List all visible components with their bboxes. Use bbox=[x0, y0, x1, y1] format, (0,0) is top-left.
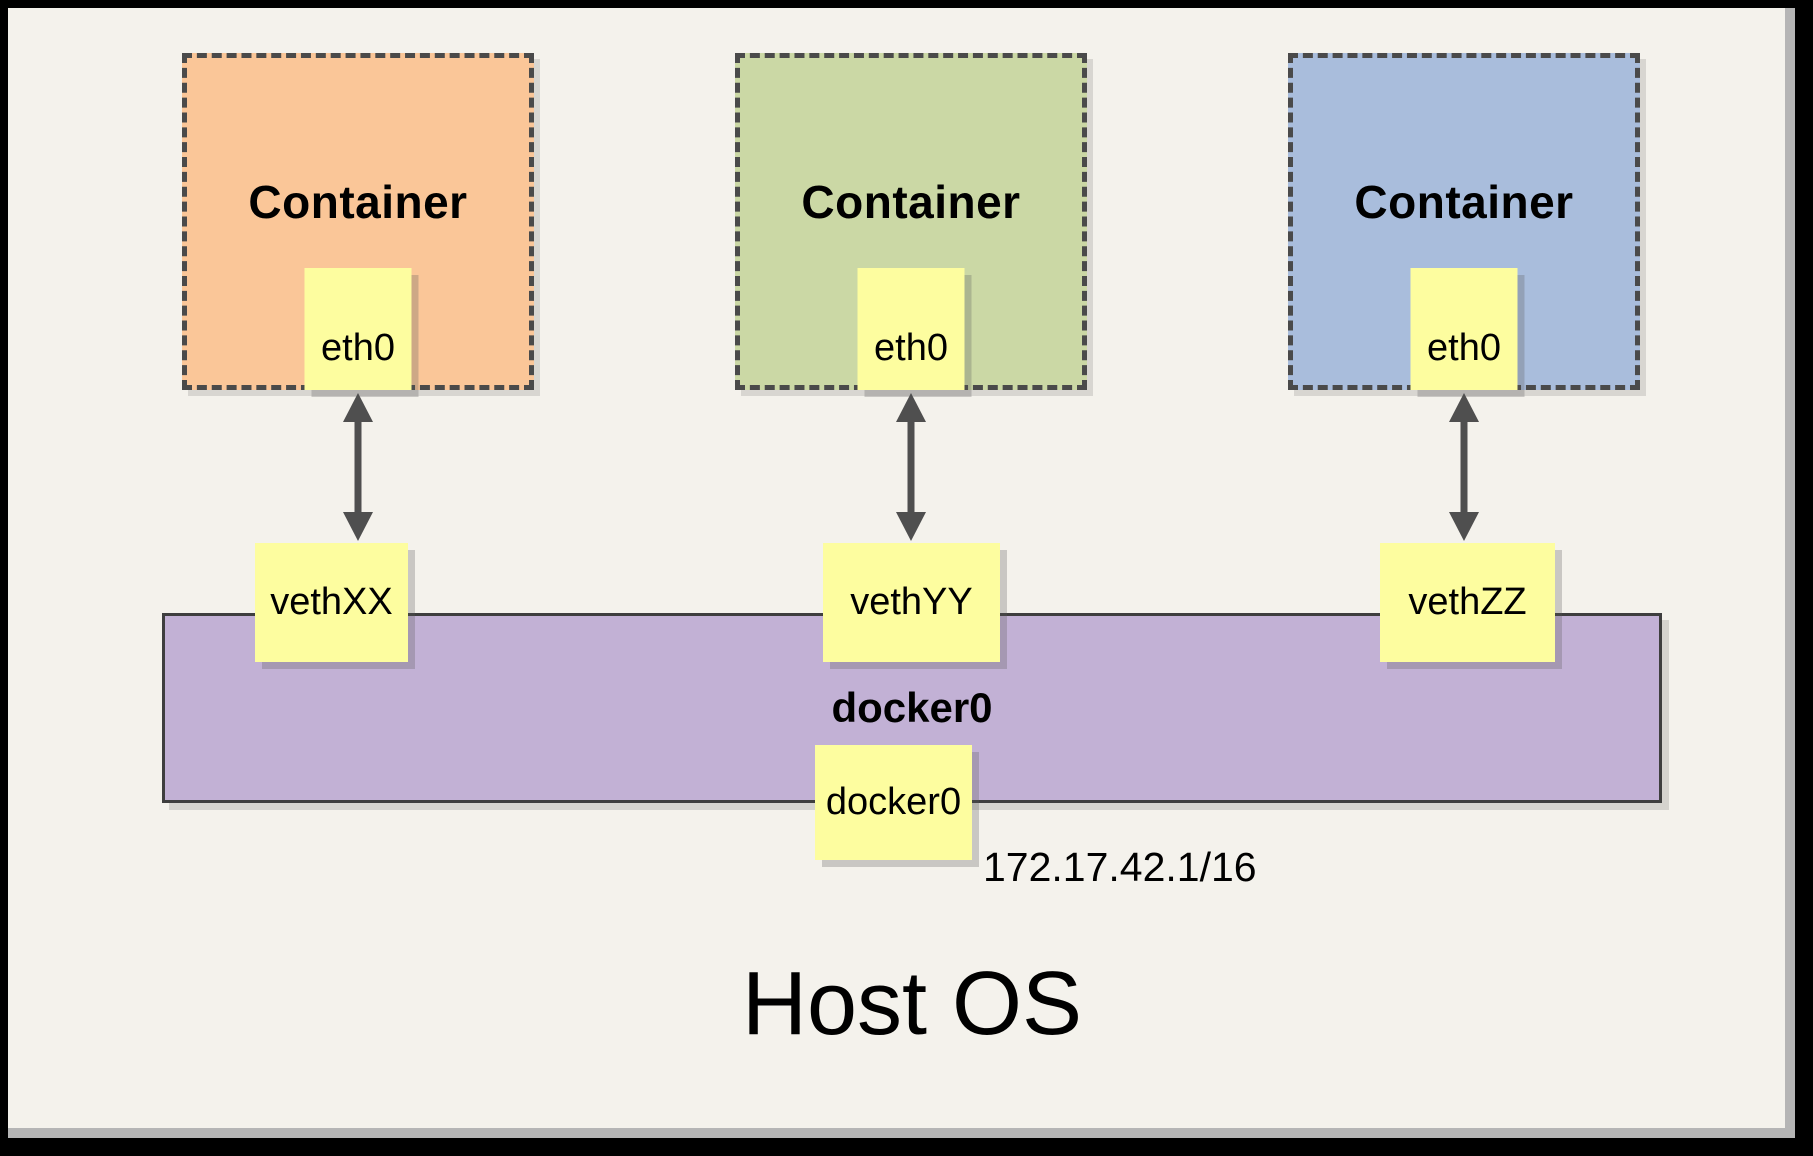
arrowhead-down-icon bbox=[1449, 512, 1479, 541]
vethXX-label: vethXX bbox=[270, 581, 393, 623]
vethYY-label: vethYY bbox=[850, 581, 973, 623]
eth0-label: eth0 bbox=[1427, 327, 1501, 369]
eth0-interface-box-1: eth0 bbox=[304, 268, 412, 390]
container-title: Container bbox=[801, 175, 1021, 228]
container-box-1: Container eth0 bbox=[182, 53, 534, 390]
arrowhead-down-icon bbox=[343, 512, 373, 541]
docker0-interface-label: docker0 bbox=[825, 781, 962, 823]
eth0-label: eth0 bbox=[321, 327, 395, 369]
eth0-interface-box-3: eth0 bbox=[1410, 268, 1518, 390]
eth0-interface-box-2: eth0 bbox=[857, 268, 965, 390]
bridge-ip-address: 172.17.42.1/16 bbox=[983, 844, 1257, 890]
double-arrow-icon-3 bbox=[1449, 393, 1479, 541]
arrowhead-up-icon bbox=[343, 393, 373, 422]
docker0-bridge-title: docker0 bbox=[831, 684, 993, 731]
vethYY-box: vethYY bbox=[823, 543, 1000, 662]
arrowhead-up-icon bbox=[896, 393, 926, 422]
double-arrow-icon-2 bbox=[896, 393, 926, 541]
host-os-label: Host OS bbox=[741, 954, 1083, 1054]
eth0-label: eth0 bbox=[874, 327, 948, 369]
container-title: Container bbox=[248, 175, 468, 228]
vethZZ-label: vethZZ bbox=[1408, 581, 1527, 623]
docker0-interface-box: docker0 bbox=[815, 745, 972, 860]
arrowhead-up-icon bbox=[1449, 393, 1479, 422]
container-title: Container bbox=[1354, 175, 1574, 228]
vethXX-box: vethXX bbox=[255, 543, 408, 662]
container-box-3: Container eth0 bbox=[1288, 53, 1640, 390]
arrowhead-down-icon bbox=[896, 512, 926, 541]
container-box-2: Container eth0 bbox=[735, 53, 1087, 390]
double-arrow-icon-1 bbox=[343, 393, 373, 541]
docker-network-diagram: Container eth0 Container eth0 Container … bbox=[8, 8, 1795, 1138]
vethZZ-box: vethZZ bbox=[1380, 543, 1555, 662]
